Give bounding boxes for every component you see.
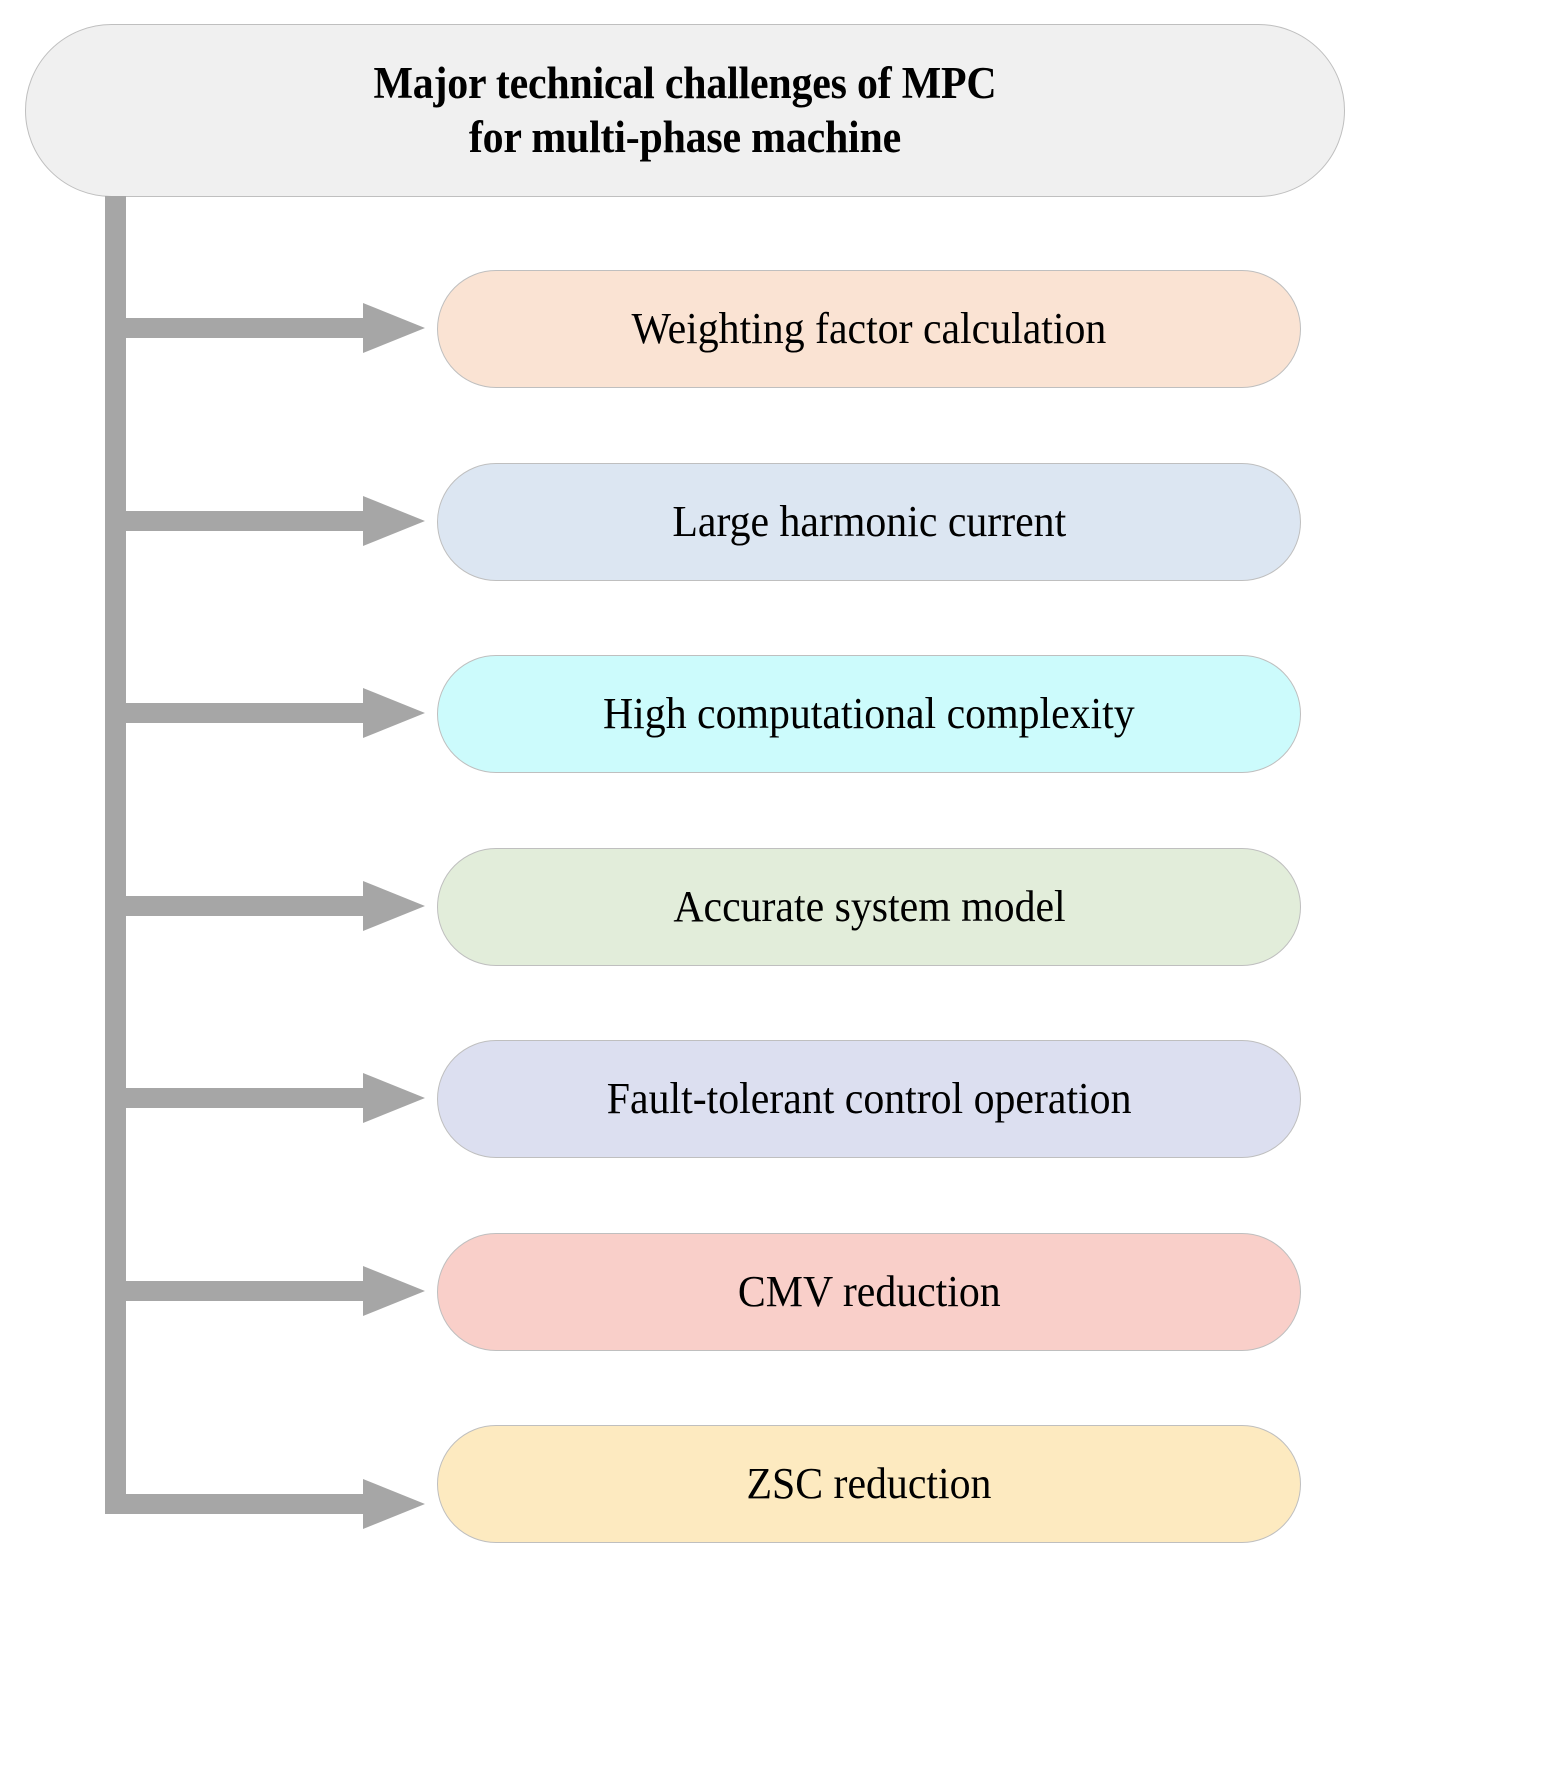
branch-node-high-computational-complexity[interactable]: High computational complexity — [437, 655, 1301, 773]
branch-label-1: Weighting factor calculation — [631, 303, 1107, 353]
arrowhead-7 — [363, 1479, 425, 1529]
branch-label-2: Large harmonic current — [672, 496, 1066, 546]
root-title-line-2: for multi-phase machine — [468, 111, 902, 162]
branch-label-7: ZSC reduction — [746, 1458, 992, 1508]
branch-label-6: CMV reduction — [737, 1266, 1001, 1316]
branch-stem-7 — [105, 1494, 365, 1514]
branch-stem-1 — [105, 318, 365, 338]
branch-stem-6 — [105, 1281, 365, 1301]
branch-node-fault-tolerant-control-operation[interactable]: Fault-tolerant control operation — [437, 1040, 1301, 1158]
arrowhead-1 — [363, 303, 425, 353]
arrowhead-4 — [363, 881, 425, 931]
arrowhead-5 — [363, 1073, 425, 1123]
arrowhead-2 — [363, 496, 425, 546]
branch-label-4: Accurate system model — [672, 881, 1066, 931]
branch-node-zsc-reduction[interactable]: ZSC reduction — [437, 1425, 1301, 1543]
branch-stem-4 — [105, 896, 365, 916]
branch-node-cmv-reduction[interactable]: CMV reduction — [437, 1233, 1301, 1351]
branch-stem-3 — [105, 703, 365, 723]
page-title: Major technical challenges of MPC for mu… — [318, 57, 1053, 163]
branch-label-3: High computational complexity — [603, 688, 1135, 738]
root-node-major-technical-challenges[interactable]: Major technical challenges of MPC for mu… — [25, 24, 1345, 197]
branch-stem-5 — [105, 1088, 365, 1108]
branch-node-accurate-system-model[interactable]: Accurate system model — [437, 848, 1301, 966]
trunk-vertical-line — [105, 196, 126, 1514]
branch-label-5: Fault-tolerant control operation — [606, 1073, 1132, 1123]
arrowhead-6 — [363, 1266, 425, 1316]
branch-stem-2 — [105, 511, 365, 531]
arrowhead-3 — [363, 688, 425, 738]
root-title-line-1: Major technical challenges of MPC — [373, 58, 997, 109]
branch-node-weighting-factor-calculation[interactable]: Weighting factor calculation — [437, 270, 1301, 388]
branch-node-large-harmonic-current[interactable]: Large harmonic current — [437, 463, 1301, 581]
